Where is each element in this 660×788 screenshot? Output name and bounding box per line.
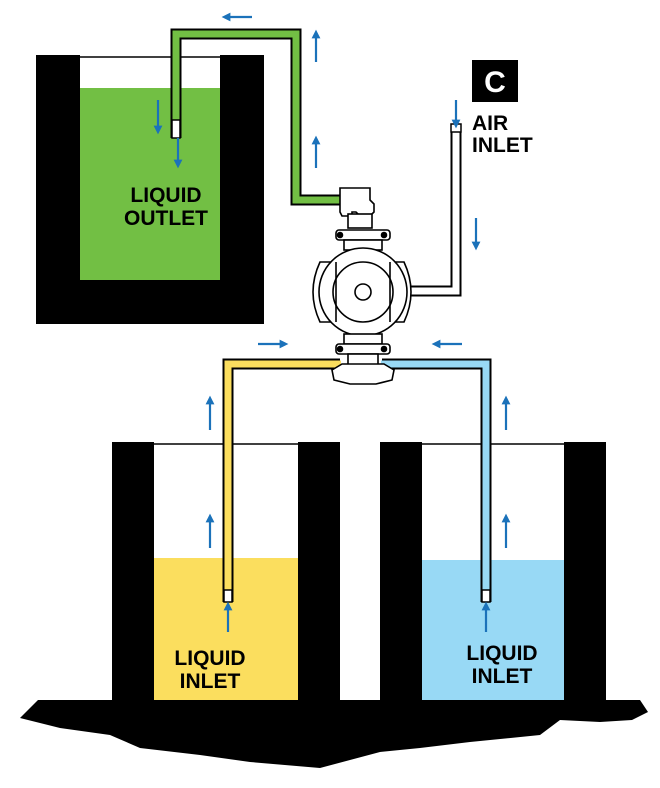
liquid-outlet-label-line2: OUTLET xyxy=(124,207,208,230)
inlet-tank-right xyxy=(380,442,606,704)
outlet-tank-floor xyxy=(36,280,264,324)
inlet-tank-right-wall-left xyxy=(380,442,422,704)
liquid-inlet-right-label-line2: INLET xyxy=(472,665,533,688)
inlet-tank-left-wall-left xyxy=(112,442,154,704)
outlet-pipe xyxy=(170,28,343,206)
outlet-tank xyxy=(36,55,264,324)
liquid-inlet-right-label-line1: LIQUID xyxy=(466,642,537,665)
inlet-pipe-right xyxy=(381,358,492,603)
inlet-pipe-left xyxy=(222,358,341,603)
air-inlet-label-line2: INLET xyxy=(472,134,533,157)
air-inlet-label-line1: AIR xyxy=(472,112,508,135)
inlet-tank-right-wall-right xyxy=(564,442,606,704)
liquid-inlet-left-label-line1: LIQUID xyxy=(174,647,245,670)
ground xyxy=(20,700,648,768)
inlet-tank-right-liquid xyxy=(422,560,564,700)
outlet-tank-liquid xyxy=(80,88,220,280)
inlet-tank-left-wall-right xyxy=(298,442,340,704)
diaphragm-pump xyxy=(312,187,412,385)
flow-arrows xyxy=(153,12,511,632)
liquid-outlet-label-line1: LIQUID xyxy=(130,184,201,207)
inlet-tank-left xyxy=(112,442,340,704)
section-badge-letter: C xyxy=(484,66,506,99)
outlet-tank-wall-left xyxy=(36,55,80,324)
outlet-tank-wall-right xyxy=(220,55,264,324)
air-pipe xyxy=(403,123,462,297)
liquid-inlet-left-label-line2: INLET xyxy=(180,670,241,693)
section-badge: C xyxy=(472,60,518,102)
